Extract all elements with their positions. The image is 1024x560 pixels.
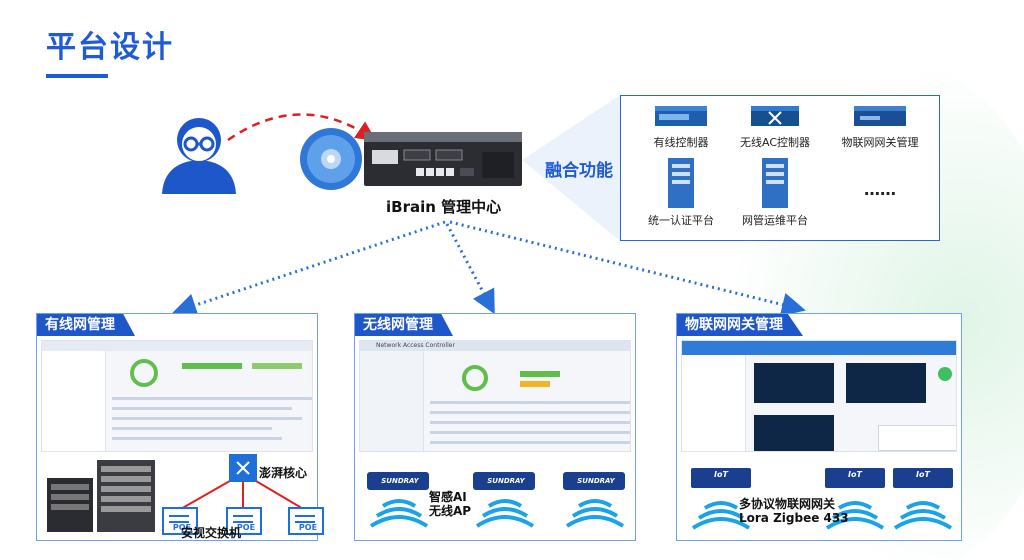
iot-gateway-devices (691, 468, 953, 530)
rack-device-icon (655, 106, 707, 126)
center-label: iBrain 管理中心 (386, 198, 502, 216)
page-title: 平台设计 (46, 30, 174, 65)
ap-icon (367, 472, 429, 528)
tower-server-icon (762, 158, 788, 208)
panel-iot: 物联网网关管理 IoT IoT IoT 多协议物联网网关 (676, 313, 962, 541)
switch-topology (162, 454, 324, 535)
screenshot-title: Network Access Controller (376, 342, 455, 349)
panel-title: 有线网管理 (37, 314, 135, 336)
ap-brand: SUNDRAY (487, 477, 525, 485)
wired-screenshot (41, 340, 313, 452)
iot-badge: IoT (714, 470, 728, 479)
fusion-box: 有线控制器 无线AC控制器 物联网网关管理 统一认证平台 网管运维平台 …… (620, 95, 940, 241)
ap-brand: SUNDRAY (381, 477, 419, 485)
fusion-wedge (522, 95, 620, 241)
iot-gateway-icon (893, 468, 953, 530)
iot-screenshot (681, 340, 957, 452)
panel-title: 物联网网关管理 (677, 314, 803, 336)
fusion-label: 融合功能 (545, 161, 613, 181)
poe-badge: POE (298, 523, 318, 532)
fusion-item-more: …… (864, 180, 896, 199)
fusion-item-label: 统一认证平台 (648, 214, 714, 227)
panel-wired: 有线网管理 POE POE POE 澎湃核心 安视交换机 (36, 313, 324, 541)
title-underline (46, 74, 108, 78)
center-to-wireless-arrow (445, 223, 495, 315)
panel-title: 无线网管理 (355, 314, 453, 336)
fusion-item-auth-platform: 统一认证平台 (639, 158, 723, 228)
iot-badge: IoT (848, 470, 862, 479)
wireless-screenshot: Network Access Controller (359, 340, 631, 452)
poe-badge: POE (172, 523, 192, 532)
center-to-iot-arrow (449, 220, 806, 317)
fusion-item-wired-controller: 有线控制器 (639, 106, 723, 150)
fusion-item-ops-platform: 网管运维平台 (733, 158, 817, 228)
fusion-item-label: 有线控制器 (653, 136, 709, 149)
ap-icon (563, 472, 625, 528)
gateway-device-icon (854, 106, 906, 126)
iot-gateway-label: 多协议物联网网关 (739, 497, 836, 511)
fusion-item-label: 无线AC控制器 (739, 136, 810, 149)
user-icon (162, 118, 236, 194)
user-to-server-arrow (227, 113, 377, 142)
iot-gateway-icon (691, 468, 751, 530)
ai-label: 智感AI (429, 490, 467, 504)
disc-icon (300, 128, 362, 190)
ap-label: 无线AP (429, 504, 472, 518)
access-switch-label: 安视交换机 (181, 526, 242, 540)
wireless-ap-devices (367, 472, 625, 528)
poe-badge: POE (236, 523, 256, 532)
core-switch-chassis-icon (47, 460, 155, 532)
fusion-item-ac-controller: 无线AC控制器 (733, 106, 817, 150)
iot-badge: IoT (916, 470, 930, 479)
ac-device-icon (751, 106, 799, 126)
iot-gateway-icon (825, 468, 885, 530)
ap-icon (473, 472, 535, 528)
ap-brand: SUNDRAY (577, 477, 615, 485)
center-to-wired-arrow (172, 220, 446, 317)
fusion-item-label: 网管运维平台 (742, 214, 808, 227)
fusion-item-iot-gateway: 物联网网关管理 (827, 106, 933, 150)
panel-wireless: 无线网管理 Network Access Controller (354, 313, 636, 541)
tower-server-icon (668, 158, 694, 208)
core-switch-label: 澎湃核心 (259, 466, 308, 480)
server-appliance-icon (364, 132, 522, 186)
fusion-item-label: 物联网网关管理 (841, 136, 919, 149)
iot-protocol-label: Lora Zigbee 433 (739, 511, 849, 525)
